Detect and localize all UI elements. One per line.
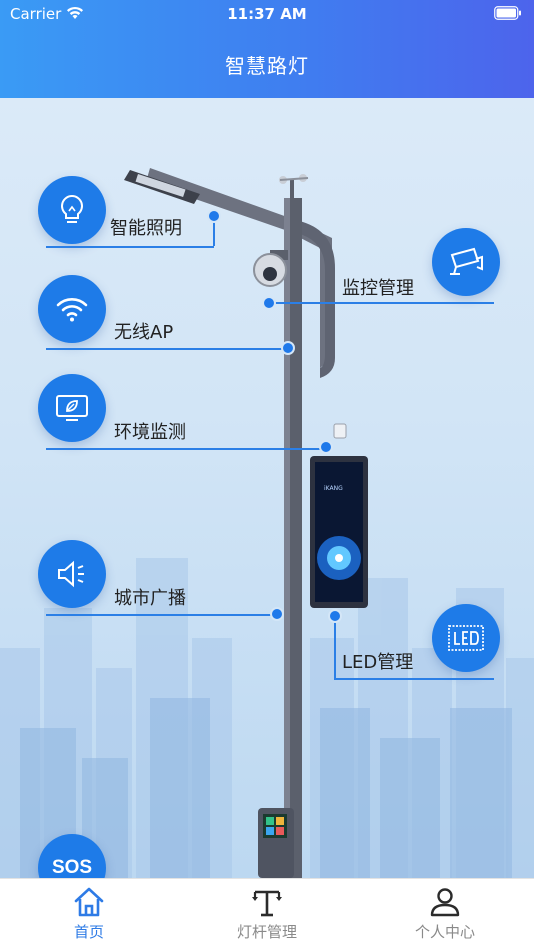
smart-lighting-button[interactable] [38,176,106,244]
environment-monitor-marker [319,440,333,454]
home-icon [74,887,104,917]
led-screen-icon [448,625,484,651]
page-title: 智慧路灯 [225,54,309,78]
lamp-pole-icon [252,890,282,917]
city-skyline-illustration [0,558,534,878]
bottom-tab-bar: 首页 灯杆管理 个人中心 [0,878,534,950]
environment-monitor-button[interactable] [38,374,106,442]
street-lamp-pole: iKANG [124,168,368,878]
monitoring-button[interactable] [432,228,500,296]
wireless-ap-marker [281,341,295,355]
monitoring-marker [262,296,276,310]
speaker-icon [58,560,84,588]
monitoring-label: 监控管理 [342,278,414,299]
app-header: Carrier 11:37 AM 智慧路灯 [0,0,534,98]
city-broadcast-marker [270,607,284,621]
carrier-label: Carrier [10,5,62,23]
tab-pole-management[interactable]: 灯杆管理 [178,879,356,950]
status-time: 11:37 AM [227,5,307,23]
lightbulb-icon [61,194,83,223]
smart-lighting-label: 智能照明 [110,218,182,239]
led-management-marker [328,609,342,623]
tab-home-label: 首页 [73,923,104,941]
city-broadcast-button[interactable] [38,540,106,608]
smart-streetlight-hero: iKANG 智能照明 监控管理 [0,98,534,878]
city-broadcast-label: 城市广播 [114,588,186,609]
svg-text:iKANG: iKANG [324,485,343,492]
wifi-signal-icon [67,6,83,19]
sos-icon: SOS [51,857,93,878]
wireless-ap-button[interactable] [38,275,106,343]
wireless-ap-label: 无线AP [114,322,174,343]
tab-home[interactable]: 首页 [0,879,178,950]
cctv-camera-icon [450,247,483,275]
user-icon [430,888,460,917]
tab-profile-label: 个人中心 [414,923,475,941]
wifi-icon [56,298,88,322]
monitor-leaf-icon [56,395,88,421]
battery-icon [494,6,521,20]
led-management-button[interactable] [432,604,500,672]
tab-pole-management-label: 灯杆管理 [236,923,297,941]
status-bar: Carrier 11:37 AM [0,0,534,28]
environment-monitor-label: 环境监测 [114,422,186,443]
led-management-label: LED管理 [342,652,414,673]
smart-lighting-marker [207,209,221,223]
tab-profile[interactable]: 个人中心 [356,879,534,950]
